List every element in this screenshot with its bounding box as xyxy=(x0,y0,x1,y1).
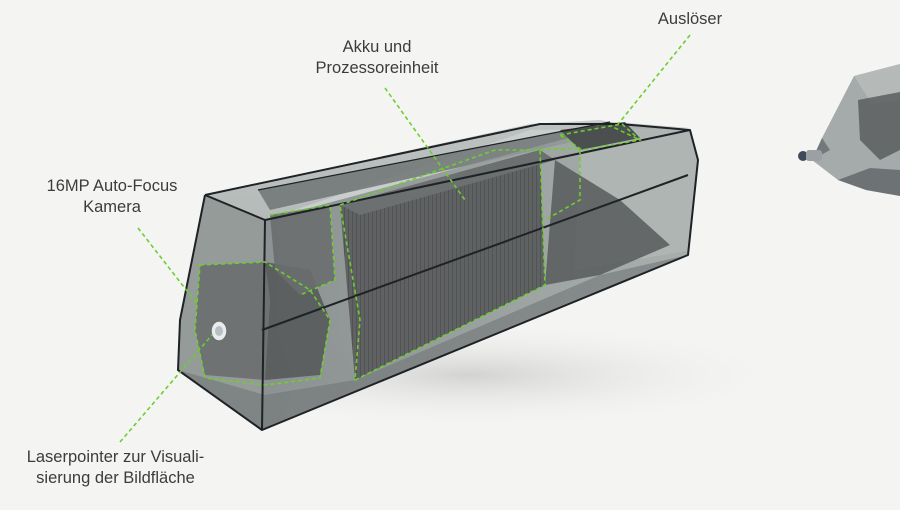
trigger-module xyxy=(560,122,640,150)
leader-akku xyxy=(384,87,466,201)
label-camera: 16MP Auto-Focus Kamera xyxy=(22,176,202,218)
label-laserpointer: Laserpointer zur Visuali- sierung der Bi… xyxy=(8,447,223,489)
label-laser-line1: Laserpointer zur Visuali- xyxy=(26,448,205,466)
highlight-battery xyxy=(339,149,546,382)
leader-ausloeser xyxy=(613,34,691,141)
leader-laser xyxy=(119,334,213,443)
main-device xyxy=(177,120,699,431)
highlight-trigger xyxy=(557,123,642,151)
label-trigger-line1: Auslöser xyxy=(657,10,723,28)
label-camera-line2: Kamera xyxy=(83,198,141,216)
highlight-camera xyxy=(194,261,331,386)
enclosure-outline xyxy=(177,121,699,431)
top-opening xyxy=(258,122,625,210)
label-trigger: Auslöser xyxy=(640,9,740,30)
label-battery-line1: Akku und xyxy=(342,38,412,56)
camera-module xyxy=(195,262,270,380)
label-battery-processor: Akku und Prozessoreinheit xyxy=(292,37,462,79)
label-camera-line1: 16MP Auto-Focus xyxy=(46,177,178,195)
label-battery-line2: Prozessoreinheit xyxy=(315,59,439,77)
second-device-lens xyxy=(798,151,808,161)
leader-lines xyxy=(119,34,691,443)
second-device xyxy=(798,64,900,196)
leader-kamera xyxy=(137,227,199,306)
label-laser-line2: sierung der Bildfläche xyxy=(36,469,195,487)
